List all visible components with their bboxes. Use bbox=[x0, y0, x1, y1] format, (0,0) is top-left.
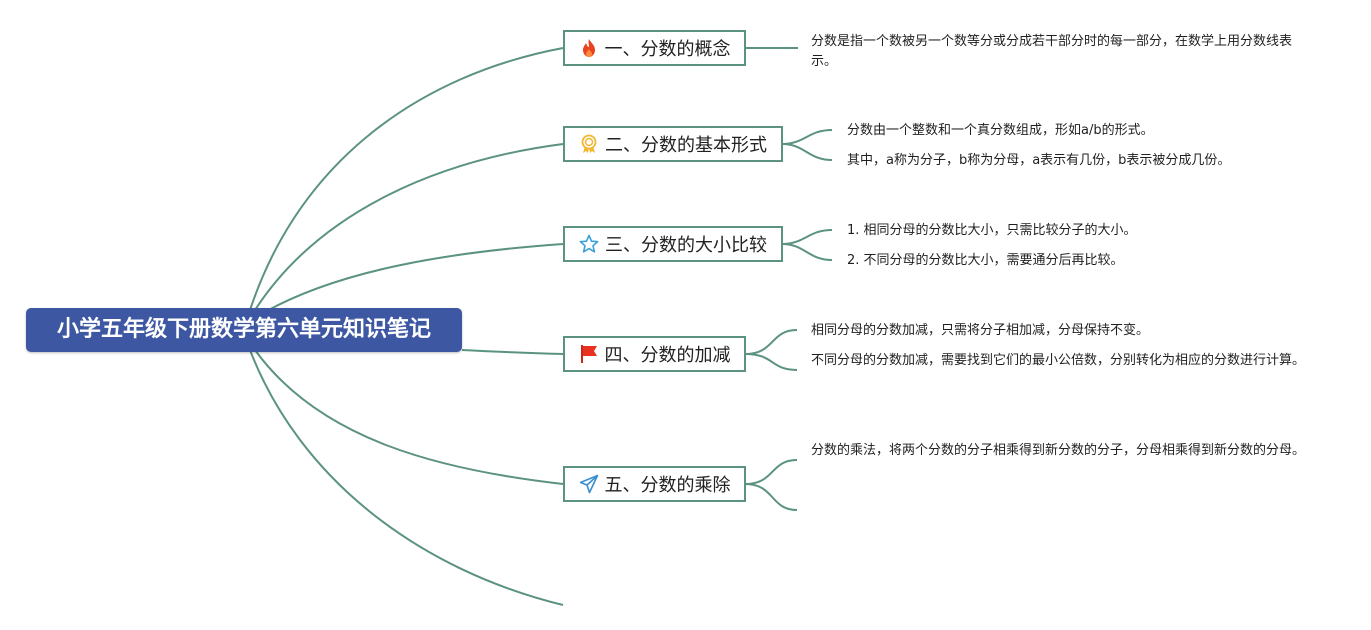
paper-plane-icon bbox=[579, 474, 599, 494]
topic-concept[interactable]: 一、分数的概念 bbox=[563, 30, 746, 66]
branch-line-2 bbox=[254, 143, 564, 311]
fire-icon bbox=[579, 38, 599, 58]
topic-addition-subtraction[interactable]: 四、分数的加减 bbox=[563, 336, 746, 372]
note-line-2a bbox=[781, 129, 833, 145]
note-line-3a bbox=[781, 229, 833, 245]
topic-label: 一、分数的概念 bbox=[604, 39, 731, 60]
note-text: 相同分母的分数加减，只需将分子相加减，分母保持不变。 bbox=[811, 323, 1150, 338]
note-line-3b bbox=[781, 243, 833, 261]
branch-line-6 bbox=[249, 349, 564, 606]
note-text: 不同分母的分数加减，需要找到它们的最小公倍数，分别转化为相应的分数进行计算。 bbox=[811, 353, 1306, 368]
note-text: 其中，a称为分子，b称为分母，a表示有几份，b表示被分成几份。 bbox=[847, 153, 1231, 168]
note-line-4b bbox=[744, 353, 798, 371]
award-ribbon-icon bbox=[579, 134, 599, 154]
topic-label: 五、分数的乘除 bbox=[604, 475, 731, 496]
note-line-4a bbox=[744, 329, 798, 355]
note-line-5b bbox=[744, 483, 798, 511]
branch-line-3 bbox=[264, 243, 564, 313]
topic-size-comparison[interactable]: 三、分数的大小比较 bbox=[563, 226, 783, 262]
topic-label: 三、分数的大小比较 bbox=[605, 235, 767, 256]
note-line-5a bbox=[744, 459, 798, 485]
branch-line-4 bbox=[461, 349, 564, 355]
branch-line-1 bbox=[249, 47, 564, 311]
note-text: 分数的乘法，将两个分数的分子相乘得到新分数的分子，分母相乘得到新分数的分母。 bbox=[811, 443, 1306, 458]
note-text: 1. 相同分母的分数比大小，只需比较分子的大小。 bbox=[847, 223, 1137, 238]
red-flag-icon bbox=[579, 344, 599, 364]
branch-line-5 bbox=[254, 349, 564, 485]
star-icon bbox=[579, 234, 599, 254]
topic-label: 四、分数的加减 bbox=[604, 345, 731, 366]
topic-label: 二、分数的基本形式 bbox=[605, 135, 767, 156]
note-line-2b bbox=[781, 143, 833, 161]
note-text: 2. 不同分母的分数比大小，需要通分后再比较。 bbox=[847, 253, 1124, 268]
root-topic[interactable]: 小学五年级下册数学第六单元知识笔记 bbox=[26, 308, 462, 352]
topic-basic-form[interactable]: 二、分数的基本形式 bbox=[563, 126, 783, 162]
note-text: 分数是指一个数被另一个数等分或分成若干部分时的每一部分，在数学上用分数线表示。 bbox=[811, 34, 1293, 69]
topic-multiplication-division[interactable]: 五、分数的乘除 bbox=[563, 466, 746, 502]
note-text: 分数由一个整数和一个真分数组成，形如a/b的形式。 bbox=[847, 123, 1154, 138]
